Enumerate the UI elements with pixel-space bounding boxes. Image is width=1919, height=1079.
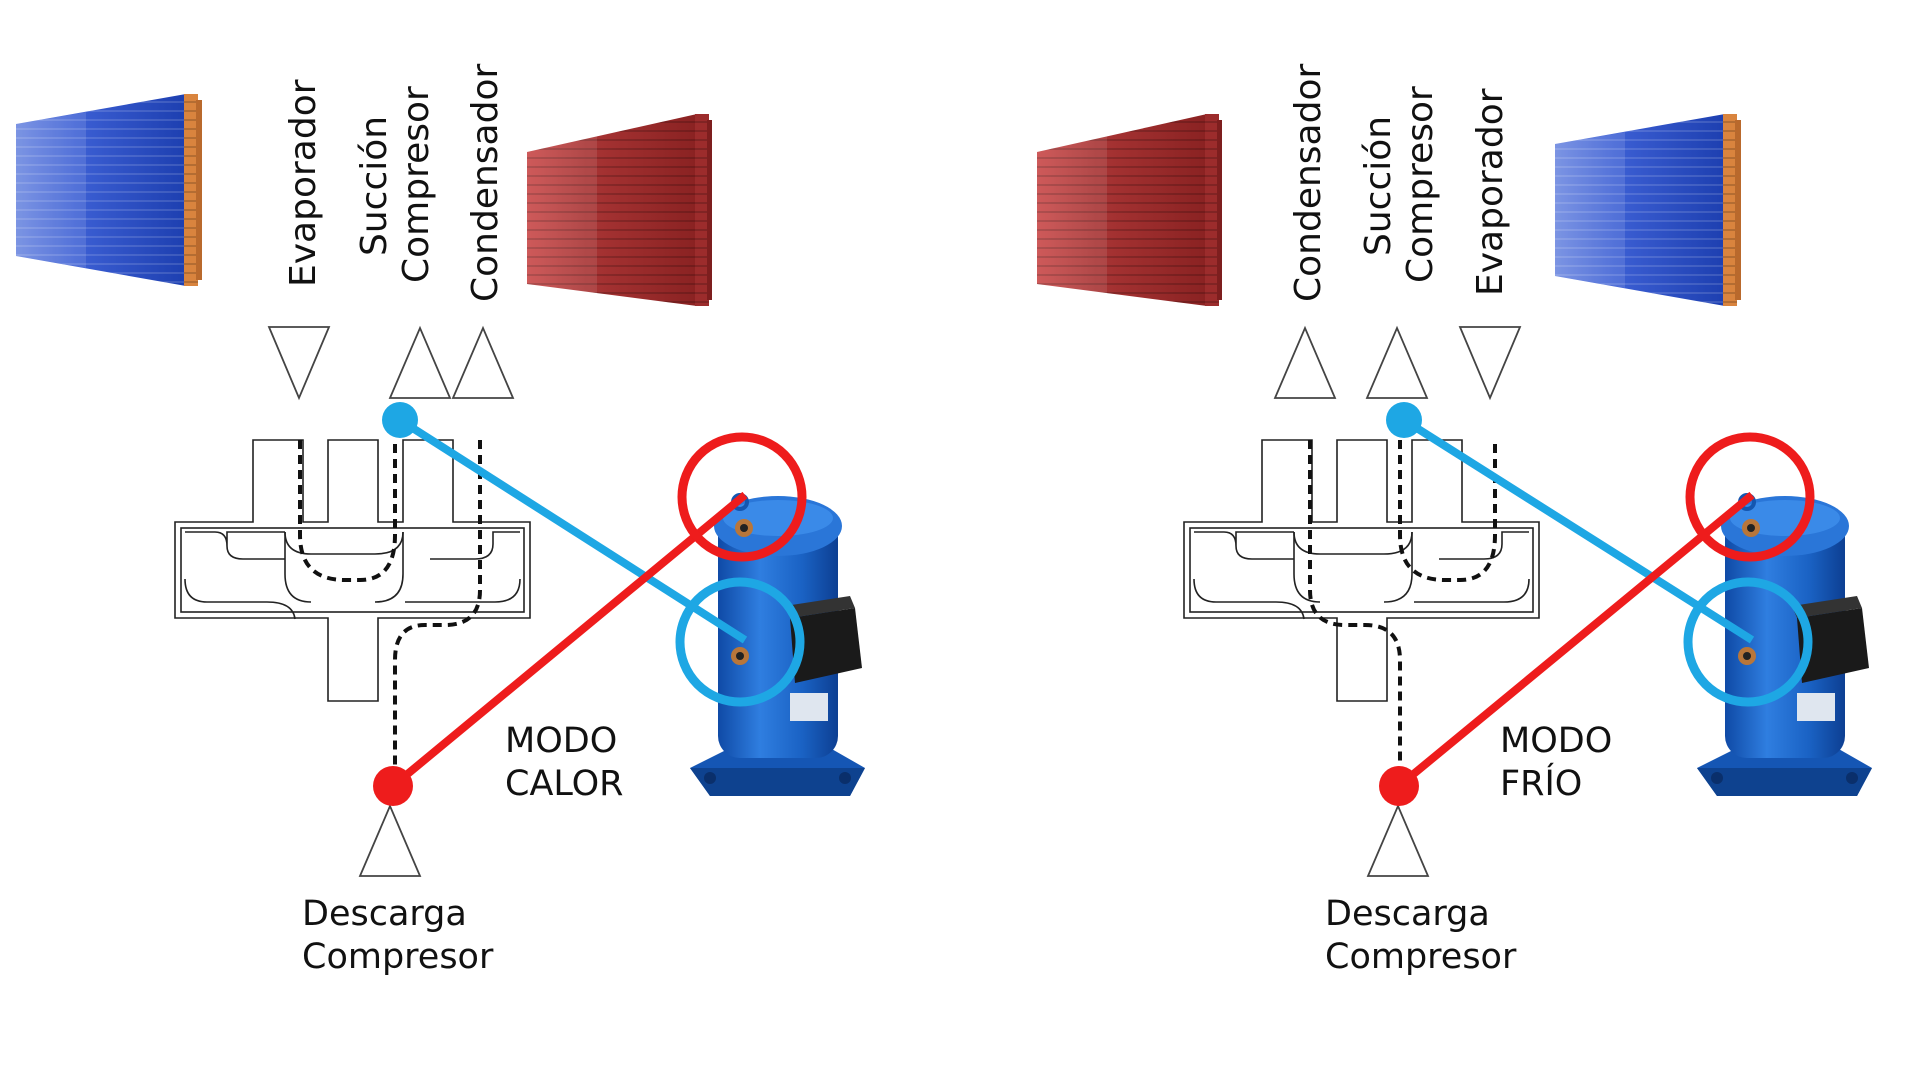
left-panel: Evaporador Succión Compresor Condensador…: [16, 64, 867, 977]
discharge-label-line2: Compresor: [1325, 937, 1517, 977]
condenser-coil-icon: [527, 114, 712, 306]
port-label-center-line2: Compresor: [396, 86, 437, 283]
flow-path-discharge: [393, 440, 482, 782]
suction-line: [397, 416, 748, 644]
flow-path-suction: [1398, 440, 1497, 582]
evaporator-coil-icon: [1555, 114, 1741, 306]
discharge-port-ring: [1685, 432, 1815, 562]
discharge-line: [390, 491, 748, 790]
discharge-line: [1396, 491, 1755, 790]
discharge-dot: [373, 766, 413, 806]
arrow-up-icon: [1365, 325, 1429, 399]
evaporator-coil-icon: [16, 94, 202, 286]
port-label-left: Evaporador: [283, 79, 324, 287]
discharge-label-line2: Compresor: [302, 937, 494, 977]
mode-label-line2: FRÍO: [1500, 762, 1582, 804]
mode-label-line1: MODO: [505, 721, 617, 761]
suction-dot: [1386, 402, 1422, 438]
discharge-label-line1: Descarga: [302, 894, 467, 934]
mode-label-line1: MODO: [1500, 721, 1612, 761]
discharge-label-line1: Descarga: [1325, 894, 1490, 934]
condenser-coil-icon: [1037, 114, 1222, 306]
flow-path-discharge: [1308, 440, 1402, 782]
port-label-center-line1: Succión: [354, 116, 395, 256]
discharge-port-ring: [677, 432, 807, 562]
arrow-up-icon: [451, 325, 515, 399]
four-way-valve-icon: [174, 439, 531, 702]
port-label-center-line2: Compresor: [1400, 86, 1441, 283]
right-panel: Condensador Succión Compresor Evaporador…: [1037, 64, 1874, 977]
suction-line: [1401, 416, 1755, 644]
arrow-down-icon: [267, 326, 331, 401]
mode-label-line2: CALOR: [505, 764, 624, 804]
suction-port-ring: [675, 577, 805, 707]
arrow-up-icon: [388, 325, 452, 399]
arrow-up-icon: [358, 803, 422, 877]
discharge-dot: [1379, 766, 1419, 806]
port-label-center-line1: Succión: [1358, 116, 1399, 256]
arrow-down-icon: [1458, 326, 1522, 401]
port-label-left: Condensador: [1288, 64, 1329, 302]
arrow-up-icon: [1273, 325, 1337, 399]
suction-port-ring: [1683, 577, 1813, 707]
arrow-up-icon: [1366, 803, 1430, 877]
compressor-icon: [1695, 493, 1874, 798]
port-label-right: Evaporador: [1470, 88, 1511, 296]
port-label-right: Condensador: [465, 64, 506, 302]
suction-dot: [382, 402, 418, 438]
flow-path-suction: [298, 440, 397, 582]
